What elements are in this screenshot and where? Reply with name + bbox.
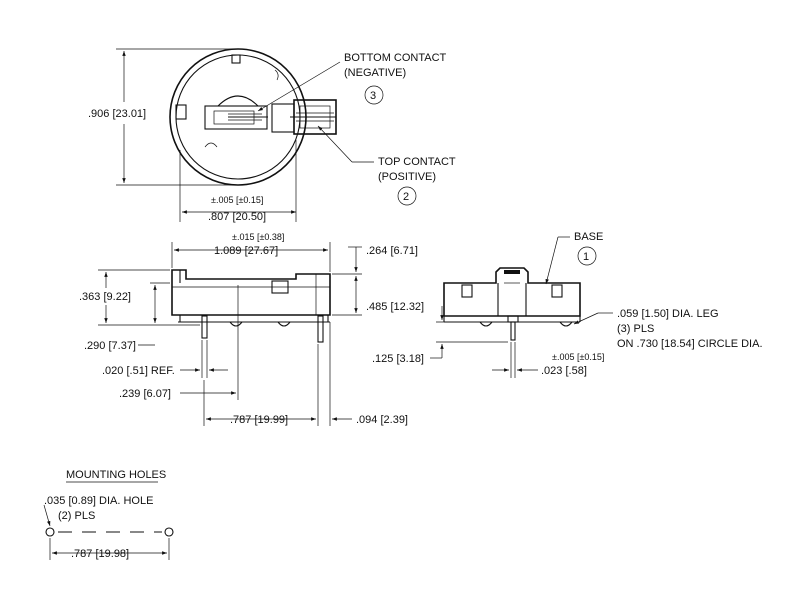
end-leg-width-tol: ±.005 [±0.15] <box>552 352 604 362</box>
top-height-dim: .906 [23.01] <box>88 108 146 120</box>
base-number: 1 <box>583 251 589 263</box>
leg-dia-line2: (3) PLS <box>617 323 654 335</box>
mounting-hole-dia: .035 [0.89] DIA. HOLE <box>44 495 153 507</box>
side-leg-offset-dim: .290 [7.37] <box>84 340 136 352</box>
mounting-holes-title: MOUNTING HOLES <box>66 469 166 481</box>
top-contact-part <box>271 99 337 135</box>
callout-bottom-contact: BOTTOM CONTACT (NEGATIVE) 3 <box>257 52 447 112</box>
mounting-hole-right <box>164 527 174 537</box>
mounting-spacing-dim: .787 [19.98] <box>71 548 129 560</box>
top-contact-sublabel: (POSITIVE) <box>378 171 436 183</box>
bottom-contact-label: BOTTOM CONTACT <box>344 52 447 64</box>
bottom-contact-part <box>204 95 268 130</box>
callout-top-contact: TOP CONTACT (POSITIVE) 2 <box>317 125 456 206</box>
leg-dia-line3: ON .730 [18.54] CIRCLE DIA. <box>617 338 763 350</box>
side-pin-end-dim: .094 [2.39] <box>356 414 408 426</box>
side-length-tol: ±.015 [±0.38] <box>232 232 284 242</box>
top-contact-label: TOP CONTACT <box>378 156 456 168</box>
end-leg-len-dim: .125 [3.18] <box>372 353 424 365</box>
mounting-holes: MOUNTING HOLES .035 [0.89] DIA. HOLE (2)… <box>43 469 174 560</box>
top-width-dim: .807 [20.50] <box>208 211 266 223</box>
side-view: ±.015 [±0.38] 1.089 [27.67] .264 [6.71] … <box>79 232 424 426</box>
mounting-hole-count: (2) PLS <box>58 510 95 522</box>
side-length-dim: 1.089 [27.67] <box>214 245 278 257</box>
end-view: BASE 1 .059 [1.50] DIA. LEG (3) PLS ON .… <box>372 231 763 378</box>
end-leg-width-dim: .023 [.58] <box>541 365 587 377</box>
leg-dia-line1: .059 [1.50] DIA. LEG <box>617 308 719 320</box>
top-width-tol: ±.005 [±0.15] <box>211 195 263 205</box>
side-pin-span-dim: .787 [19.99] <box>230 414 288 426</box>
top-view: .906 [23.01] ±.005 [±0.15] .807 [20.50] <box>88 48 337 223</box>
top-contact-number: 2 <box>403 191 409 203</box>
side-body-height-dim: .363 [9.22] <box>79 291 131 303</box>
side-pin-pos-dim: .239 [6.07] <box>119 388 171 400</box>
bottom-contact-sublabel: (NEGATIVE) <box>344 67 406 79</box>
side-top-height-dim: .264 [6.71] <box>366 245 418 257</box>
side-total-height-dim: .485 [12.32] <box>366 301 424 313</box>
side-pin-ref-dim: .020 [.51] REF. <box>102 365 175 377</box>
mounting-hole-left <box>45 527 55 537</box>
bottom-contact-number: 3 <box>370 90 376 102</box>
base-label: BASE <box>574 231 603 243</box>
